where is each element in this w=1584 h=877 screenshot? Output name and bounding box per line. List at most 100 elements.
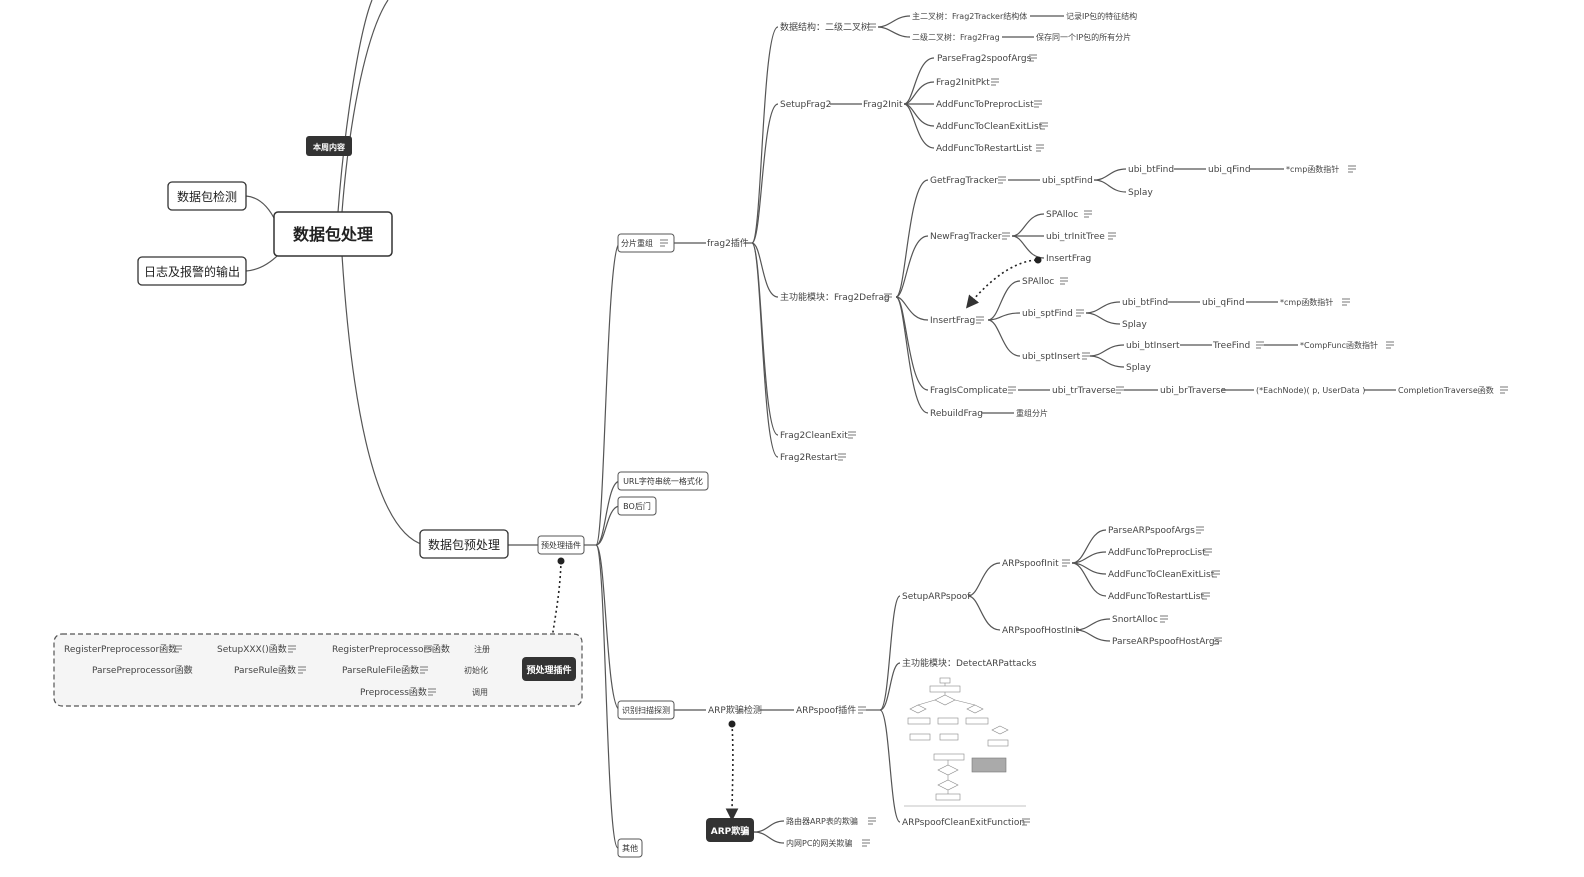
node-frag2-plugin[interactable]: frag2插件 <box>707 237 749 249</box>
note-icon[interactable] <box>1214 637 1222 645</box>
note-icon[interactable] <box>298 666 306 674</box>
init-item-4[interactable]: AddFuncToRestartList <box>936 144 1032 154</box>
note-icon[interactable] <box>862 839 870 847</box>
plugin-row2-label[interactable]: 调用 <box>472 688 488 697</box>
arp-init-item-2[interactable]: AddFuncToCleanExitList <box>1108 570 1215 580</box>
node-arp-main-module[interactable]: 主功能模块：DetectARPattacks <box>902 657 1037 669</box>
init-item-0[interactable]: ParseFrag2spoofArgs <box>937 54 1032 64</box>
node-get-frag-tracker[interactable]: GetFragTracker <box>930 176 998 186</box>
note-icon[interactable] <box>838 453 846 461</box>
node-rebuild-note[interactable]: 重组分片 <box>1016 408 1048 418</box>
init-item-1[interactable]: Frag2InitPkt <box>936 78 990 88</box>
node-insert-frag[interactable]: InsertFrag <box>930 316 975 326</box>
note-icon[interactable] <box>868 817 876 825</box>
note-icon[interactable] <box>1256 341 1264 349</box>
arp-host-item-1[interactable]: ParseARPspoofHostArgs <box>1112 637 1220 647</box>
node-arpspoof-host-init[interactable]: ARPspoofHostInit <box>1002 626 1080 636</box>
node-other[interactable]: 其他 <box>622 843 638 853</box>
note-icon[interactable] <box>976 316 984 324</box>
note-icon[interactable] <box>1040 122 1048 130</box>
branch-preprocessing[interactable]: 数据包预处理 <box>428 537 500 552</box>
node-spalloc-b[interactable]: SPAlloc <box>1022 277 1054 287</box>
node-bt-find-a[interactable]: ubi_btFind <box>1128 165 1174 175</box>
node-each-node[interactable]: (*EachNode)( p, UserData ) <box>1256 386 1365 395</box>
node-completion-traverse[interactable]: CompletionTraverse函数 <box>1398 385 1494 395</box>
node-arpspoof-init[interactable]: ARPspoofInit <box>1002 559 1059 569</box>
note-icon[interactable] <box>1036 144 1044 152</box>
node-q-find-a[interactable]: ubi_qFind <box>1208 165 1251 175</box>
note-icon[interactable] <box>1029 54 1037 62</box>
node-url-normalize[interactable]: URL字符串统一格式化 <box>623 476 703 486</box>
node-scan-detect[interactable]: 识别扫描探测 <box>622 705 670 715</box>
arp-init-item-1[interactable]: AddFuncToPreprocList <box>1108 548 1206 558</box>
node-ds-secondary[interactable]: 二级二叉树：Frag2Frag <box>912 32 1000 42</box>
node-preproc-plugin[interactable]: 预处理插件 <box>541 540 581 550</box>
note-icon[interactable] <box>1108 232 1116 240</box>
node-bt-find-b[interactable]: ubi_btFind <box>1122 298 1168 308</box>
badge-arp-spoof[interactable]: ARP欺骗 <box>711 825 750 837</box>
node-ds-primary-note[interactable]: 记录IP包的特征结构 <box>1066 11 1137 21</box>
node-comp-func[interactable]: *CompFunc函数指针 <box>1300 340 1378 350</box>
note-icon[interactable] <box>1076 309 1084 317</box>
note-icon[interactable] <box>420 666 428 674</box>
node-frag2-clean-exit[interactable]: Frag2CleanExit <box>780 431 848 441</box>
note-icon[interactable] <box>1342 298 1350 306</box>
note-icon[interactable] <box>1002 232 1010 240</box>
plugin-row1-label[interactable]: 初始化 <box>464 665 488 675</box>
node-q-find-b[interactable]: ubi_qFind <box>1202 298 1245 308</box>
note-icon[interactable] <box>1196 526 1204 534</box>
plugin-row2-c[interactable]: Preprocess函数 <box>360 686 427 698</box>
plugin-row1-b[interactable]: ParseRule函数 <box>234 664 296 676</box>
node-splay-b[interactable]: Splay <box>1122 320 1147 330</box>
note-icon[interactable] <box>1082 352 1090 360</box>
note-icon[interactable] <box>1348 165 1356 173</box>
note-icon[interactable] <box>288 645 296 653</box>
note-icon[interactable] <box>858 706 866 714</box>
note-icon[interactable] <box>1062 559 1070 567</box>
node-setup-frag2[interactable]: SetupFrag2 <box>780 100 831 110</box>
node-arp-detect[interactable]: ARP欺骗检测 <box>708 704 762 716</box>
note-icon[interactable] <box>1500 386 1508 394</box>
note-icon[interactable] <box>991 78 999 86</box>
node-tree-find[interactable]: TreeFind <box>1212 341 1250 351</box>
note-icon[interactable] <box>1116 386 1124 394</box>
node-spoof-router[interactable]: 路由器ARP表的欺骗 <box>786 816 858 826</box>
node-bo-backdoor[interactable]: BO后门 <box>623 501 651 511</box>
node-cmp-ptr-b[interactable]: *cmp函数指针 <box>1280 297 1333 307</box>
node-main-module[interactable]: 主功能模块：Frag2Defrag <box>780 291 890 303</box>
arp-init-item-0[interactable]: ParseARPspoofArgs <box>1108 526 1195 536</box>
node-tr-traverse[interactable]: ubi_trTraverse <box>1052 386 1116 396</box>
root-node[interactable]: 数据包处理 <box>293 225 373 244</box>
note-icon[interactable] <box>1060 277 1068 285</box>
node-spt-insert[interactable]: ubi_sptInsert <box>1022 352 1081 362</box>
note-icon[interactable] <box>428 688 436 696</box>
note-icon[interactable] <box>1034 100 1042 108</box>
node-spoof-gateway[interactable]: 内网PC的网关欺骗 <box>786 838 852 848</box>
note-icon[interactable] <box>848 431 856 439</box>
node-splay-c[interactable]: Splay <box>1126 363 1151 373</box>
note-icon[interactable] <box>1008 386 1016 394</box>
note-icon[interactable] <box>1084 210 1092 218</box>
node-rebuild-frag[interactable]: RebuildFrag <box>930 409 983 419</box>
node-arpspoof-clean-exit[interactable]: ARPspoofCleanExitFunction <box>902 818 1025 828</box>
node-bt-insert[interactable]: ubi_btInsert <box>1126 341 1180 351</box>
note-icon[interactable] <box>1202 592 1210 600</box>
node-splay-a[interactable]: Splay <box>1128 188 1153 198</box>
plugin-row1-c[interactable]: ParseRuleFile函数 <box>342 664 419 676</box>
note-icon[interactable] <box>1386 341 1394 349</box>
plugin-row0-label[interactable]: 注册 <box>474 644 490 654</box>
note-icon[interactable] <box>1204 548 1212 556</box>
plugin-row0-b[interactable]: SetupXXX()函数 <box>217 643 287 655</box>
plugin-row0-c[interactable]: RegisterPreprocessors函数 <box>332 643 450 655</box>
note-icon[interactable] <box>868 23 876 31</box>
note-icon[interactable] <box>998 176 1006 184</box>
arp-init-item-3[interactable]: AddFuncToRestartList <box>1108 592 1204 602</box>
node-setup-arpspoof[interactable]: SetupARPspoof <box>902 592 971 602</box>
node-ds-primary[interactable]: 主二叉树：Frag2Tracker结构体 <box>912 11 1027 21</box>
note-icon[interactable] <box>174 645 182 653</box>
node-arpspoof-plugin[interactable]: ARPspoof插件 <box>796 704 856 716</box>
node-spt-find-b[interactable]: ubi_sptFind <box>1022 309 1073 319</box>
node-data-structure[interactable]: 数据结构：二级二叉树 <box>780 21 870 33</box>
arp-host-item-0[interactable]: SnortAlloc <box>1112 615 1158 625</box>
node-spt-find-a[interactable]: ubi_sptFind <box>1042 176 1093 186</box>
